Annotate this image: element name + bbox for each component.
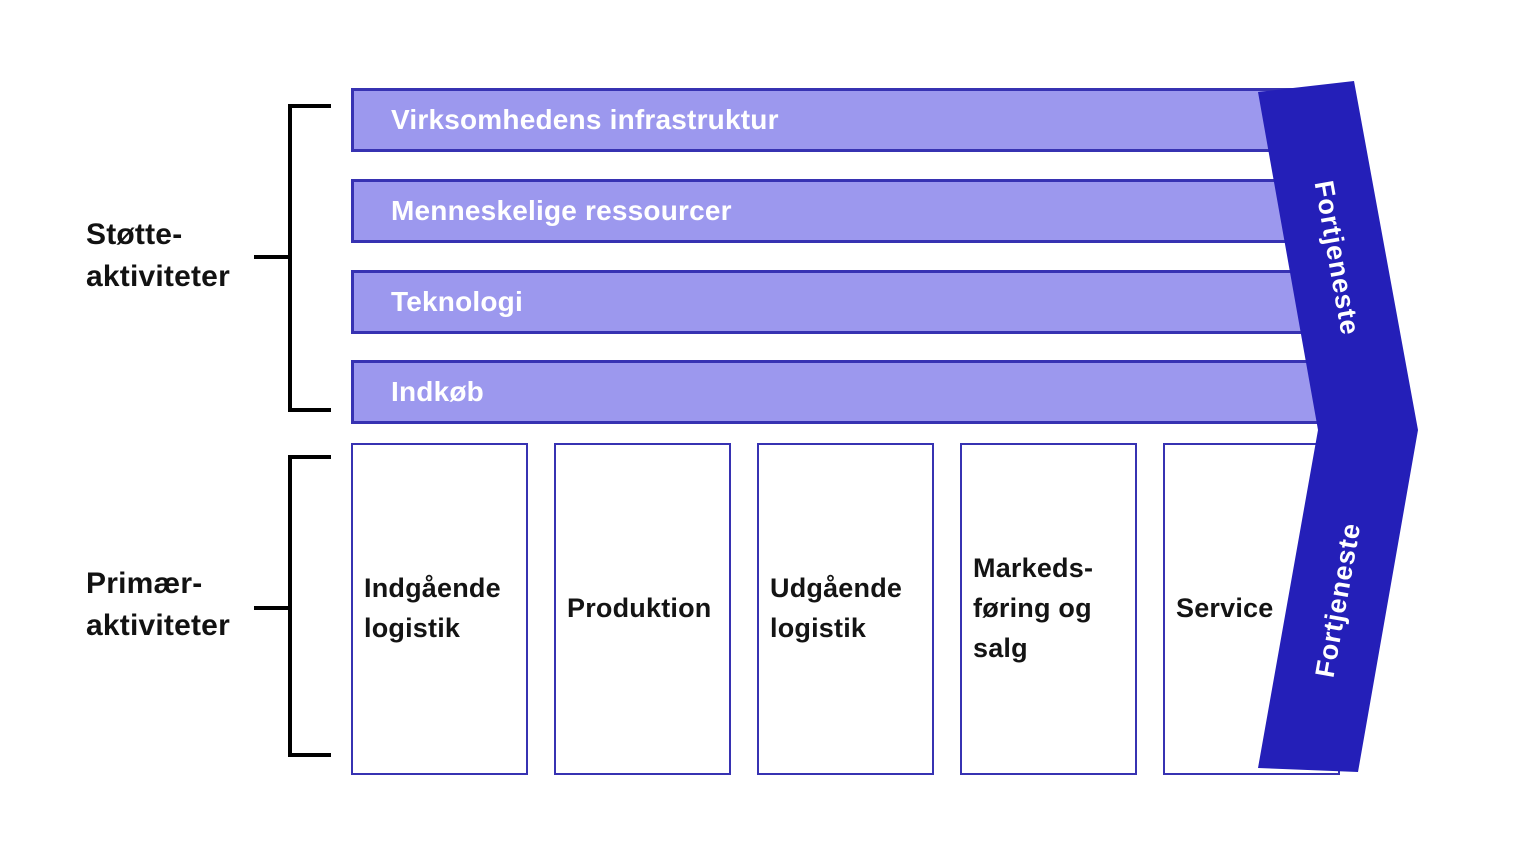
primary-box-indgaende-logistik: Indgående logistik	[351, 443, 528, 775]
primary-box-label: Udgående logistik	[770, 573, 903, 643]
primary-box-markedsfoering-og-salg: Markeds-føring og salg	[960, 443, 1137, 775]
primary-activities-label: Primær- aktiviteter	[86, 567, 230, 642]
primary-bracket	[254, 455, 331, 757]
support-bar-label: Virksomhedens infrastruktur	[391, 104, 779, 135]
primary-box-label: Indgående logistik	[364, 573, 501, 643]
support-bar-teknologi: Teknologi	[351, 270, 1332, 334]
primary-box-service: Service	[1163, 443, 1340, 775]
support-bar-label: Teknologi	[391, 286, 523, 317]
support-bracket	[254, 104, 331, 412]
primary-box-label: Markeds-føring og salg	[973, 553, 1094, 663]
primary-box-label: Service	[1176, 593, 1274, 624]
support-bar-virksomhedens-infrastruktur: Virksomhedens infrastruktur	[351, 88, 1332, 152]
primary-box-produktion: Produktion	[554, 443, 731, 775]
support-activities-label: Støtte- aktiviteter	[86, 218, 230, 293]
support-bar-label: Indkøb	[391, 376, 484, 407]
support-bar-label: Menneskelige ressourcer	[391, 195, 732, 226]
support-bar-indkob: Indkøb	[351, 360, 1332, 424]
support-bar-menneskelige-ressourcer: Menneskelige ressourcer	[351, 179, 1332, 243]
primary-box-label: Produktion	[567, 593, 712, 624]
primary-box-udgaende-logistik: Udgående logistik	[757, 443, 934, 775]
